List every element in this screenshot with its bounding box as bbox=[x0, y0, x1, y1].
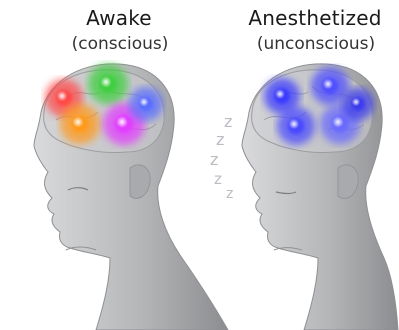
sleep-z-5: z bbox=[226, 186, 233, 202]
anesthetized-activity-highlight-1 bbox=[275, 89, 285, 99]
anesthetized-activity-highlight-5 bbox=[352, 98, 360, 106]
awake-activity-highlight-3 bbox=[72, 116, 83, 127]
anesthetized-activity-highlight-2 bbox=[323, 79, 334, 90]
awake-activity-highlight-4 bbox=[116, 116, 128, 128]
sleep-z-4: z bbox=[214, 170, 222, 188]
awake-activity-highlight-1 bbox=[57, 91, 68, 102]
anesthetized-activity-highlight-3 bbox=[289, 119, 300, 130]
sleep-z-1: z bbox=[224, 112, 232, 131]
anesthetized-activity-highlight-4 bbox=[332, 116, 343, 127]
awake-activity-highlight-5 bbox=[139, 97, 148, 106]
awake-activity-highlight-2 bbox=[100, 76, 111, 87]
anesthetized-head bbox=[242, 64, 398, 330]
sleep-z-2: z bbox=[216, 130, 224, 149]
sleep-z-3: z bbox=[210, 150, 218, 169]
awake-head bbox=[34, 64, 228, 330]
